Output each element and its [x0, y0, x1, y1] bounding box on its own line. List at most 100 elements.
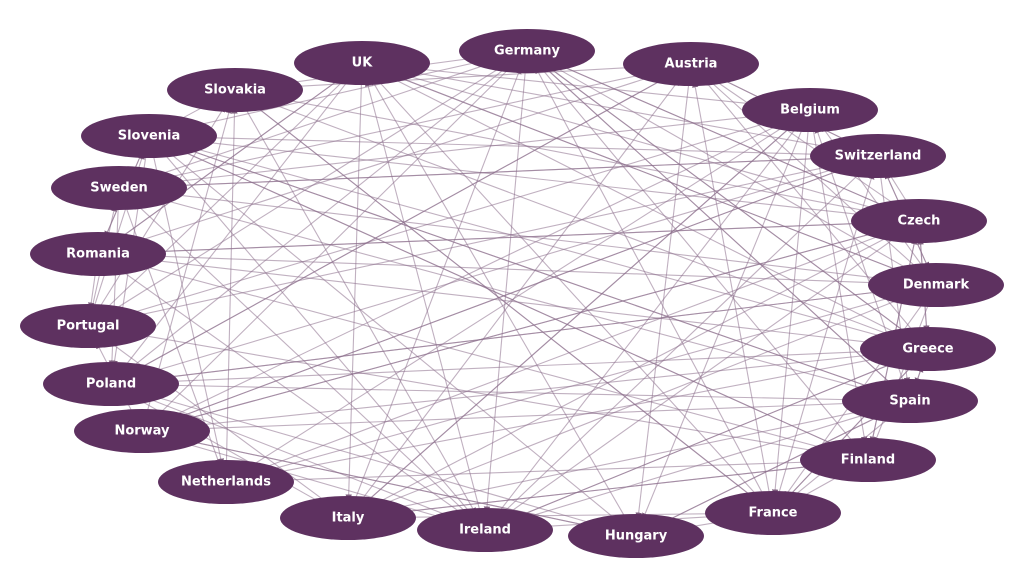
edge-slovakia-to-france: [250, 102, 758, 501]
edge-greece-to-germany: [543, 63, 912, 337]
node-belgium: Belgium: [742, 88, 878, 132]
node-label-ireland: Ireland: [459, 523, 511, 538]
node-label-czech: Czech: [898, 214, 941, 229]
node-shape-sweden: [51, 166, 187, 210]
node-label-romania: Romania: [66, 247, 130, 262]
node-label-slovenia: Slovenia: [118, 129, 181, 144]
edge-portugal-to-uk: [102, 76, 348, 313]
node-france: France: [705, 491, 841, 535]
edge-czech-to-netherlands: [246, 228, 898, 475]
edge-norway-to-belgium: [161, 119, 791, 422]
node-shape-ireland: [417, 508, 553, 552]
node-switzerland: Switzerland: [810, 134, 946, 178]
node-label-italy: Italy: [332, 511, 365, 526]
edge-slovenia-to-netherlands: [152, 153, 225, 466]
node-label-slovakia: Slovakia: [204, 83, 266, 98]
node-shape-netherlands: [158, 460, 294, 504]
edge-czech-to-slovakia: [257, 92, 897, 218]
edge-czech-to-germany: [546, 59, 899, 213]
edge-poland-to-hungary: [133, 389, 615, 532]
edges-layer: [87, 51, 930, 535]
node-shape-slovenia: [81, 114, 217, 158]
node-shape-greece: [860, 327, 996, 371]
edge-norway-to-switzerland: [163, 162, 858, 424]
edge-norway-to-czech: [164, 225, 898, 426]
node-shape-hungary: [568, 514, 704, 558]
node-shape-uk: [294, 41, 430, 85]
edge-slovenia-to-germany: [171, 54, 505, 132]
edge-germany-to-sweden: [140, 57, 506, 182]
edge-poland-to-uk: [122, 77, 351, 370]
node-czech: Czech: [851, 199, 987, 243]
node-shape-germany: [459, 29, 595, 73]
edge-norway-to-ireland: [164, 436, 464, 526]
edge-ireland-to-greece: [505, 356, 908, 523]
node-germany: Germany: [459, 29, 595, 73]
node-label-austria: Austria: [665, 57, 718, 72]
edge-uk-to-italy: [345, 80, 363, 502]
edge-slovakia-to-austria: [258, 62, 668, 90]
edge-netherlands-to-greece: [248, 351, 906, 479]
node-finland: Finland: [800, 438, 936, 482]
node-label-portugal: Portugal: [57, 319, 120, 334]
node-shape-italy: [280, 496, 416, 540]
edge-portugal-to-germany: [105, 61, 510, 316]
node-label-finland: Finland: [841, 453, 895, 468]
node-sweden: Sweden: [51, 166, 187, 210]
node-uk: UK: [294, 41, 430, 85]
edge-denmark-to-germany: [545, 61, 918, 275]
edge-italy-to-austria: [359, 78, 680, 503]
node-hungary: Hungary: [568, 514, 704, 558]
node-label-greece: Greece: [902, 342, 953, 357]
node-ireland: Ireland: [417, 508, 553, 552]
edge-poland-to-ireland: [131, 391, 465, 523]
node-denmark: Denmark: [868, 263, 1004, 307]
edge-czech-to-uk: [383, 67, 897, 216]
edge-slovenia-to-finland: [169, 144, 849, 452]
edge-spain-to-sweden: [140, 192, 888, 396]
edge-greece-to-norway: [164, 350, 905, 432]
edge-uk-to-switzerland: [385, 66, 856, 154]
edge-france-to-germany: [535, 66, 765, 497]
edge-slovenia-to-greece: [171, 141, 907, 345]
node-norway: Norway: [74, 409, 210, 453]
edge-france-to-austria: [692, 80, 771, 496]
node-greece: Greece: [860, 327, 996, 371]
node-label-norway: Norway: [114, 424, 170, 439]
node-austria: Austria: [623, 42, 759, 86]
edge-romania-to-portugal: [87, 271, 97, 310]
node-shape-romania: [30, 232, 166, 276]
edge-denmark-to-romania: [121, 251, 913, 285]
edge-spain-to-germany: [541, 64, 896, 388]
node-portugal: Portugal: [20, 304, 156, 348]
edge-norway-to-hungary: [164, 435, 614, 534]
edge-greece-to-uk: [381, 72, 909, 340]
node-label-france: France: [748, 506, 797, 521]
node-spain: Spain: [842, 379, 978, 423]
edge-norway-to-spain: [165, 398, 887, 431]
node-label-spain: Spain: [889, 394, 930, 409]
node-shape-france: [705, 491, 841, 535]
node-label-hungary: Hungary: [605, 529, 668, 544]
edge-hungary-to-slovenia: [164, 148, 621, 524]
node-slovenia: Slovenia: [81, 114, 217, 158]
node-shape-denmark: [868, 263, 1004, 307]
edge-switzerland-to-portugal: [110, 160, 856, 324]
edge-romania-to-ireland: [114, 265, 469, 519]
node-shape-austria: [623, 42, 759, 86]
nodes-layer: UK GermanyAustriaBelgiumSwitzerlandCzechD…: [20, 29, 1004, 558]
edge-ireland-to-switzerland: [499, 169, 864, 517]
node-shape-czech: [851, 199, 987, 243]
node-poland: Poland: [43, 362, 179, 406]
node-label-belgium: Belgium: [780, 103, 840, 118]
node-shape-belgium: [742, 88, 878, 132]
node-label-sweden: Sweden: [90, 181, 148, 196]
edge-poland-to-germany: [126, 63, 512, 372]
node-label-germany: Germany: [494, 44, 560, 59]
node-label-poland: Poland: [86, 377, 136, 392]
node-romania: Romania: [30, 232, 166, 276]
edge-france-to-uk: [374, 77, 761, 499]
edge-romania-to-czech: [121, 218, 896, 254]
node-shape-slovakia: [167, 68, 303, 112]
